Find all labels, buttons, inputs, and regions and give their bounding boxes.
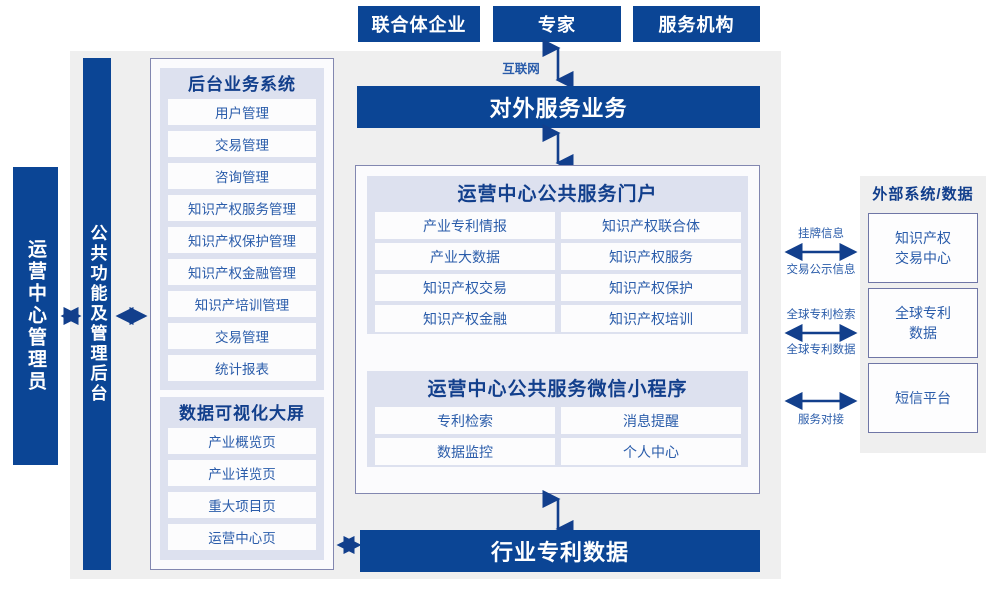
portal-item-3[interactable]: 知识产权服务 [561,243,741,270]
portal-item-1[interactable]: 知识产权联合体 [561,212,741,239]
admin-column-box[interactable]: 公共功能及管理后台 [83,58,111,570]
external-connector-label-0-above: 挂牌信息 [798,228,844,240]
industry-data-box[interactable]: 行业专利数据 [360,530,760,572]
arrow-admin-backoffice [115,306,148,326]
top-actor-box-1[interactable]: 专家 [493,6,621,42]
miniprogram-item-label: 数据监控 [437,443,493,460]
portal-item-label: 知识产权培训 [609,310,693,327]
backoffice-item-label: 知识产权金融管理 [188,266,296,281]
portal-item-label: 产业大数据 [430,248,500,265]
arrow-internet [542,38,574,90]
external-item-2[interactable]: 短信平台 [868,363,978,433]
portal-item-5[interactable]: 知识产权保护 [561,274,741,301]
backoffice-item-0[interactable]: 用户管理 [168,99,316,125]
backoffice-item-1[interactable]: 交易管理 [168,131,316,157]
visualization-item-0[interactable]: 产业概览页 [168,428,316,454]
backoffice-item-5[interactable]: 知识产权金融管理 [168,259,316,285]
miniprogram-title: 运营中心公共服务微信小程序 [427,379,688,400]
external-connector-label-0-below: 交易公示信息 [786,264,856,276]
backoffice-item-label: 统计报表 [215,362,269,377]
miniprogram-item-label: 专利检索 [437,412,493,429]
portal-item-label: 知识产权联合体 [602,217,700,234]
external-item-line1: 短信平台 [895,389,951,406]
external-item-line2: 交易中心 [895,250,951,266]
backoffice-item-label: 交易管理 [215,138,269,153]
top-actor-label: 联合体企业 [371,15,467,35]
arrow-portal-industrydata [542,489,574,539]
visualization-item-1[interactable]: 产业详览页 [168,460,316,486]
backoffice-item-label: 知识产权服务管理 [188,202,296,217]
backoffice-item-4[interactable]: 知识产权保护管理 [168,227,316,253]
portal-item-6[interactable]: 知识产权金融 [375,305,555,332]
backoffice-item-2[interactable]: 咨询管理 [168,163,316,189]
visualization-title: 数据可视化大屏 [179,404,305,423]
external-service-box[interactable]: 对外服务业务 [357,86,760,128]
portal-item-label: 产业专利情报 [423,217,507,234]
backoffice-item-label: 知识产权保护管理 [188,234,296,249]
industry-data-label: 行业专利数据 [490,540,629,565]
backoffice-title: 后台业务系统 [188,75,296,94]
portal-item-2[interactable]: 产业大数据 [375,243,555,270]
portal-item-0[interactable]: 产业专利情报 [375,212,555,239]
backoffice-item-6[interactable]: 知识产培训管理 [168,291,316,317]
arrow-external-0 [784,242,858,262]
arrow-left-actor-admin [60,306,82,326]
backoffice-item-label: 咨询管理 [215,170,269,185]
internet-label: 互联网 [502,62,540,76]
external-service-label: 对外服务业务 [489,96,628,121]
portal-item-label: 知识产权金融 [423,310,507,327]
visualization-item-label: 运营中心页 [208,531,276,546]
external-item-0[interactable]: 知识产权 交易中心 [868,213,978,283]
miniprogram-item-1[interactable]: 消息提醒 [561,407,741,434]
external-item-line1: 全球专利 [895,304,951,321]
miniprogram-item-2[interactable]: 数据监控 [375,438,555,465]
top-actor-box-0[interactable]: 联合体企业 [358,6,480,42]
portal-item-label: 知识产权交易 [423,279,507,296]
miniprogram-item-0[interactable]: 专利检索 [375,407,555,434]
portal-item-7[interactable]: 知识产权培训 [561,305,741,332]
portal-item-label: 知识产权保护 [609,279,693,296]
backoffice-item-3[interactable]: 知识产权服务管理 [168,195,316,221]
external-title: 外部系统/数据 [872,186,974,203]
backoffice-item-label: 交易管理 [215,330,269,345]
external-connector-label-2-below: 服务对接 [798,414,844,426]
backoffice-item-label: 用户管理 [215,106,269,121]
arrow-external-1 [784,323,858,343]
visualization-item-3[interactable]: 运营中心页 [168,524,316,550]
portal-title: 运营中心公共服务门户 [457,184,658,205]
left-actor-label: 运营中心管理员 [25,239,46,393]
left-actor-box[interactable]: 运营中心管理员 [13,167,58,465]
backoffice-item-7[interactable]: 交易管理 [168,323,316,349]
portal-item-label: 知识产权服务 [609,248,693,265]
miniprogram-item-label: 消息提醒 [623,412,679,429]
arrow-external-2 [784,391,858,411]
top-actor-box-2[interactable]: 服务机构 [633,6,760,42]
visualization-item-2[interactable]: 重大项目页 [168,492,316,518]
external-item-line1: 知识产权 [895,229,951,246]
portal-item-4[interactable]: 知识产权交易 [375,274,555,301]
miniprogram-item-label: 个人中心 [623,443,679,460]
visualization-item-label: 重大项目页 [208,499,276,514]
miniprogram-item-3[interactable]: 个人中心 [561,438,741,465]
arrow-service-portal [542,123,574,173]
external-connector-label-1-above: 全球专利检索 [786,309,856,321]
arrow-backoffice-industrydata [336,535,362,555]
visualization-item-label: 产业概览页 [208,435,276,450]
visualization-item-label: 产业详览页 [208,467,276,482]
admin-column-label: 公共功能及管理后台 [87,224,107,404]
external-item-line2: 数据 [909,325,937,341]
backoffice-item-8[interactable]: 统计报表 [168,355,316,381]
top-actor-label: 服务机构 [658,15,735,35]
top-actor-label: 专家 [538,15,576,35]
external-item-1[interactable]: 全球专利 数据 [868,288,978,358]
backoffice-item-label: 知识产培训管理 [194,298,290,313]
external-connector-label-1-below: 全球专利数据 [786,344,856,356]
